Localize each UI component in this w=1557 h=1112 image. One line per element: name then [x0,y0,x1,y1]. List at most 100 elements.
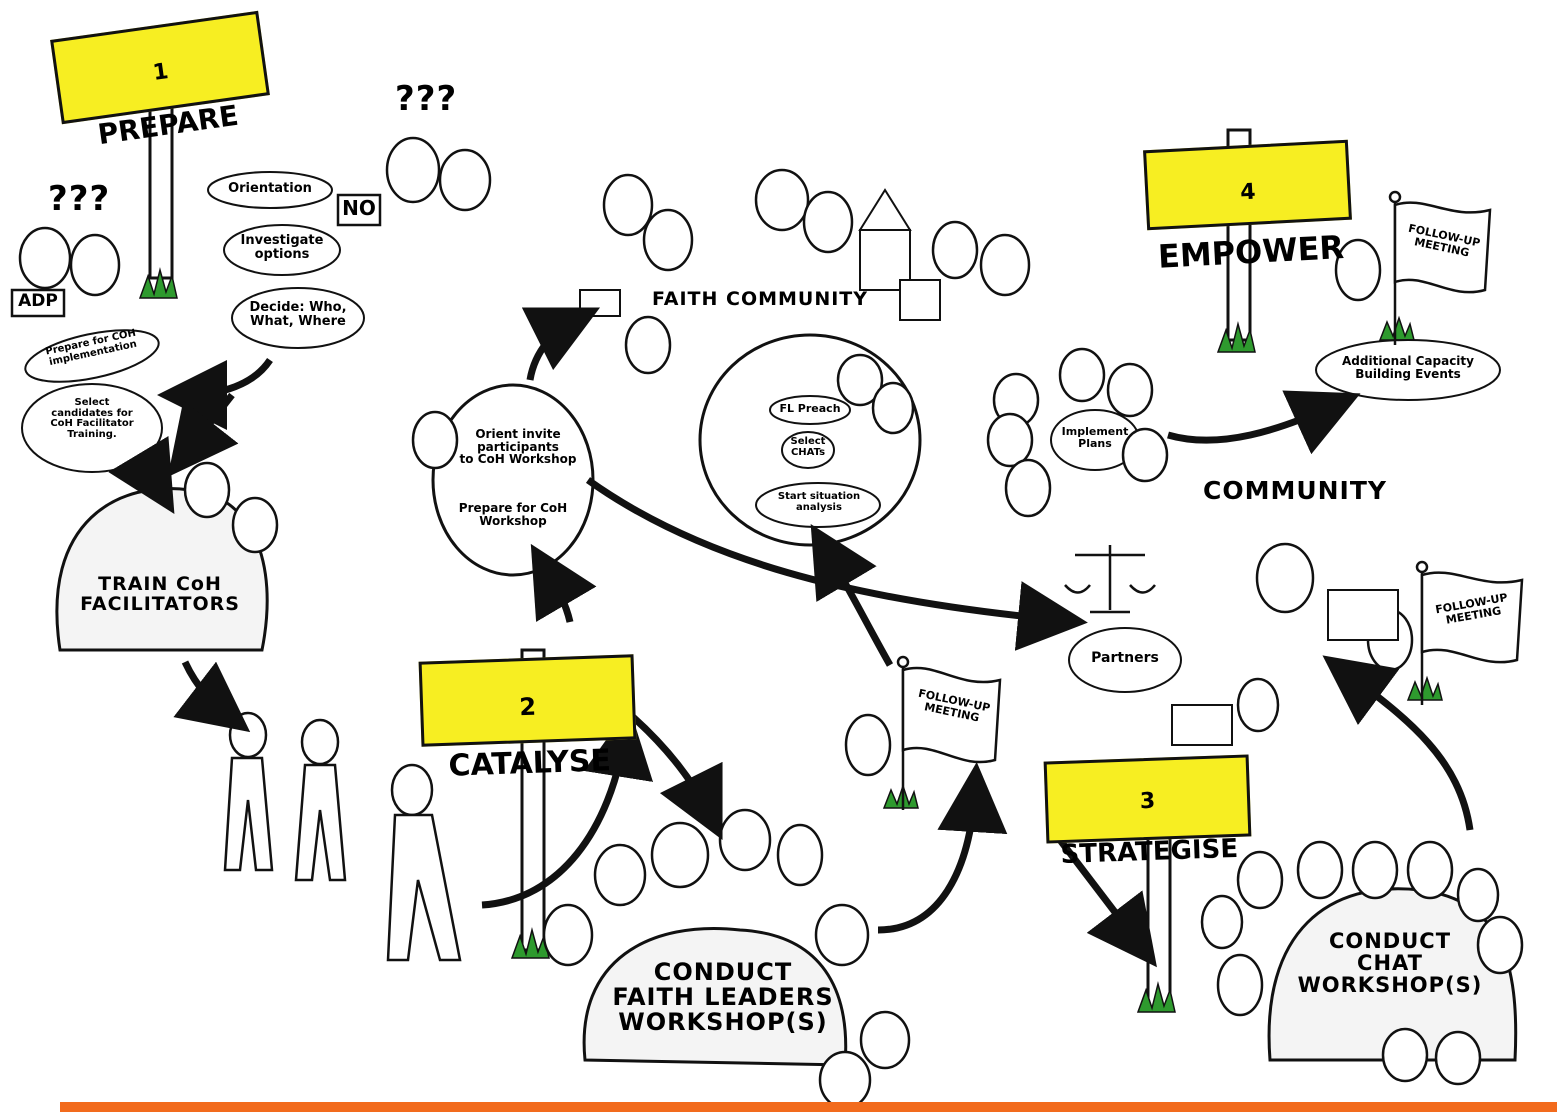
head-empower-flag [1334,238,1382,302]
head-faith-6 [979,233,1031,297]
head-preach-1 [836,353,884,407]
head-fl-3 [718,808,772,872]
flag-pole-top-2 [1388,190,1402,204]
head-fl-8 [818,1050,872,1110]
additional-capacity-label: Additional Capacity Building Events [1342,354,1474,381]
conduct-chat-label: CONDUCT CHAT WORKSHOP(S) [1297,929,1483,998]
head-chat-9 [1381,1027,1429,1083]
arrow-train-to-walkers [173,660,251,733]
empower-number: 4 [1239,179,1257,206]
arrow-chat-to-flag [1322,655,1474,831]
investigate-label: Investigate options [240,233,324,262]
head-adp-2 [69,233,121,297]
head-trainer-1 [183,461,231,519]
head-faith-2 [642,208,694,272]
additional-capacity-oval [1315,339,1501,401]
head-faith-1 [602,173,654,237]
investigate-oval [223,224,341,276]
police-station [1171,704,1233,746]
faith-leaders-rock [582,927,848,1067]
head-community-5 [1121,427,1169,483]
scales-icon [1064,545,1156,614]
head-fl-7 [859,1010,911,1070]
flag-cloth-1 [901,666,1002,764]
head-community-3 [1106,362,1154,418]
implement-plans-label: Implement Plans [1061,425,1129,450]
prepare-workshop-label: Prepare for CoH Workshop [458,501,568,528]
head-trainer-2 [231,496,279,554]
arrow-implement-to-capacity [1167,390,1361,455]
flags [896,190,1524,810]
catalyse-sign: 2 CATALYSE [418,654,637,784]
decide-oval [231,287,365,349]
bottom-accent-bar [60,1102,1557,1112]
mosque-body [899,279,941,321]
no-box [336,193,382,227]
head-faith-5 [931,220,979,280]
empower-label: EMPOWER [1157,228,1345,276]
partners-oval [1068,627,1182,693]
head-adp-1 [18,226,72,290]
head-fl-5 [542,903,594,967]
head-chat-7 [1216,953,1264,1017]
orient-invite-label: Orient invite participants to CoH Worksh… [459,427,577,467]
head-orient [411,410,459,470]
head-fl-6 [814,903,870,967]
prepare-coh-oval [24,329,160,383]
orientation-label: Orientation [228,181,312,196]
head-chat-8 [1476,915,1524,975]
question-marks-right: ??? [395,79,458,119]
head-police [1236,677,1280,733]
prepare-number: 1 [151,59,171,86]
grass-flag-2 [1378,315,1415,341]
head-chat-3 [1351,840,1399,900]
arrow-orient-to-faith [521,307,601,381]
arrow-flag-to-situation [810,523,894,667]
walker-body-3 [386,813,462,962]
head-fl-1 [593,843,647,907]
head-no-1 [385,136,441,204]
head-no-2 [438,148,492,212]
temple-body [579,289,621,317]
grass-tufts [138,267,1443,1013]
faith-community-label: FAITH COMMUNITY [651,288,869,310]
head-chat-2 [1296,840,1344,900]
fl-preach-oval [769,395,851,425]
grass-flag-3 [1406,675,1443,701]
train-label: TRAIN CoH FACILITATORS [80,573,240,615]
adp-box [10,288,66,318]
catalyse-label: CATALYSE [447,743,612,784]
rocks [55,487,1518,1067]
community-label: COMMUNITY [1202,476,1388,505]
arrow-decide-to-prepare [157,357,273,430]
flag-pole-top-3 [1415,560,1429,574]
situation-analysis-label: Start situation analysis [777,491,861,513]
arrow-candidates-to-train [108,435,175,515]
fl-preach-label: FL Preach [779,402,841,415]
head-faith-7 [624,315,672,375]
head-chat-1 [1236,850,1284,910]
strategise-number: 3 [1139,788,1156,815]
no-label: NO [342,196,376,220]
arrow-flworkshop-to-flag [877,762,1008,934]
head-community-4 [986,412,1034,468]
walker-bodies [223,756,462,962]
grass-empower [1216,321,1256,353]
head-fl-4 [776,823,824,887]
orientation-oval [207,171,333,209]
walker-body-1 [223,756,274,872]
grass-prepare [138,267,178,299]
head-faith-4 [802,190,854,254]
head-community-2 [1058,347,1106,403]
arrow-catalyse-to-flworkshop [622,707,723,841]
head-walker-2 [300,718,340,766]
strategise-label: STRATEGISE [1060,833,1239,871]
church-roof [858,188,912,231]
arrow-walker-to-catalyse [481,707,654,909]
walker-body-2 [294,763,347,882]
head-faith-3 [754,168,810,232]
grass-strategise [1136,981,1176,1013]
conduct-fl-workshop-label: CONDUCT FAITH LEADERS WORKSHOP(S) [612,958,834,1037]
